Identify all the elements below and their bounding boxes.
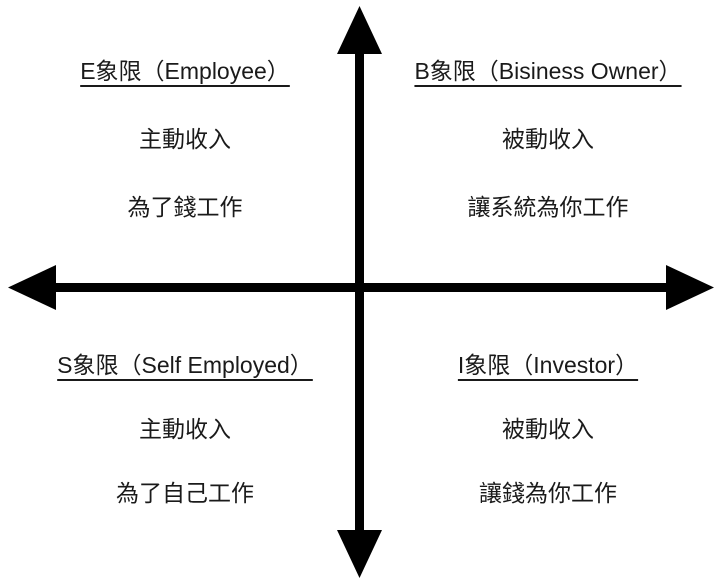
- quadrant-employee-description: 為了錢工作: [127, 194, 243, 221]
- quadrant-employee-title: E象限（Employee）: [80, 58, 290, 84]
- quadrant-investor: I象限（Investor） 被動收入 讓錢為你工作: [388, 352, 708, 508]
- quadrant-investor-description: 讓錢為你工作: [479, 480, 617, 507]
- quadrant-self-employed-title: S象限（Self Employed）: [57, 352, 313, 378]
- horizontal-axis-arrow: [8, 265, 714, 310]
- quadrant-business-owner-title: B象限（Bisiness Owner）: [414, 58, 682, 84]
- quadrant-employee: E象限（Employee） 主動收入 為了錢工作: [18, 58, 352, 222]
- quadrant-investor-income-type: 被動收入: [502, 416, 594, 443]
- quadrant-self-employed-income-type: 主動收入: [139, 416, 231, 443]
- quadrant-business-owner-description: 讓系統為你工作: [467, 194, 629, 221]
- quadrant-employee-income-type: 主動收入: [139, 126, 231, 153]
- quadrant-self-employed: S象限（Self Employed） 主動收入 為了自己工作: [18, 352, 352, 508]
- quadrant-business-owner-income-type: 被動收入: [502, 126, 594, 153]
- quadrant-investor-title: I象限（Investor）: [457, 352, 639, 378]
- quadrant-self-employed-description: 為了自己工作: [116, 480, 254, 507]
- quadrant-business-owner: B象限（Bisiness Owner） 被動收入 讓系統為你工作: [388, 58, 708, 222]
